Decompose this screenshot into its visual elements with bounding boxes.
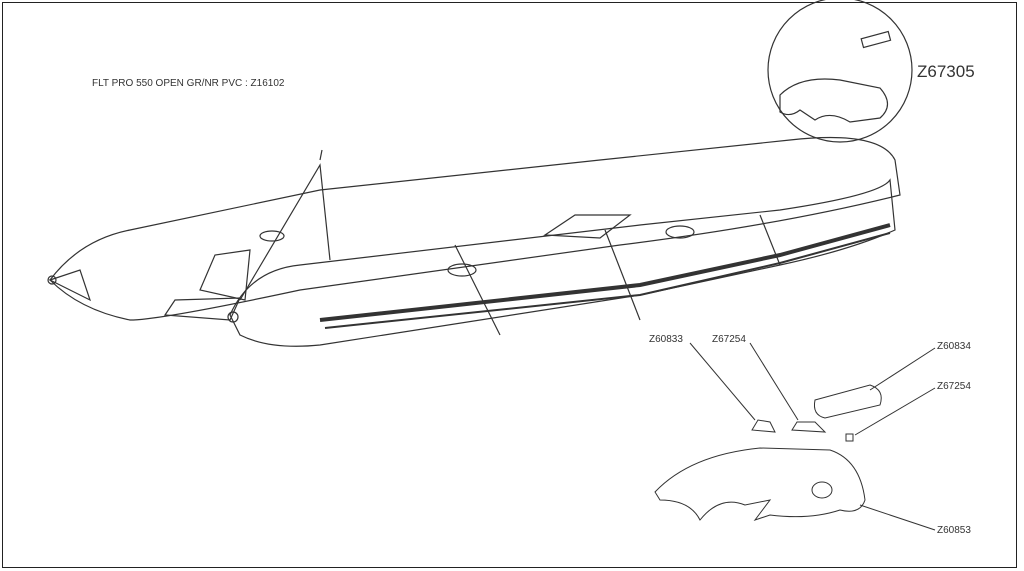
rub-strake <box>319 223 891 322</box>
rub-strake-2 <box>324 232 891 329</box>
part-z60833 <box>751 419 776 433</box>
near-tube <box>229 178 896 347</box>
callout-label: Z60853 <box>937 525 971 536</box>
drawing-title: FLT PRO 550 OPEN GR/NR PVC : Z16102 <box>92 78 285 89</box>
callout-label: Z67254 <box>712 334 746 345</box>
detail-bracket <box>860 30 892 49</box>
a-frame <box>239 149 331 301</box>
part-z60834 <box>814 384 882 419</box>
callout-label: Z67254 <box>937 381 971 392</box>
parts <box>654 342 936 531</box>
far-tube <box>49 136 901 321</box>
callout-label: Z60833 <box>649 334 683 345</box>
detail-circle <box>767 0 913 143</box>
detail-ref-label: Z67305 <box>917 62 975 81</box>
callout-label: Z60834 <box>937 341 971 352</box>
bow-cone <box>48 269 92 302</box>
detail-fender <box>779 78 889 123</box>
part-z67254-b <box>845 433 854 442</box>
part-z60853 <box>654 447 866 521</box>
part-z67254-a <box>791 421 827 433</box>
